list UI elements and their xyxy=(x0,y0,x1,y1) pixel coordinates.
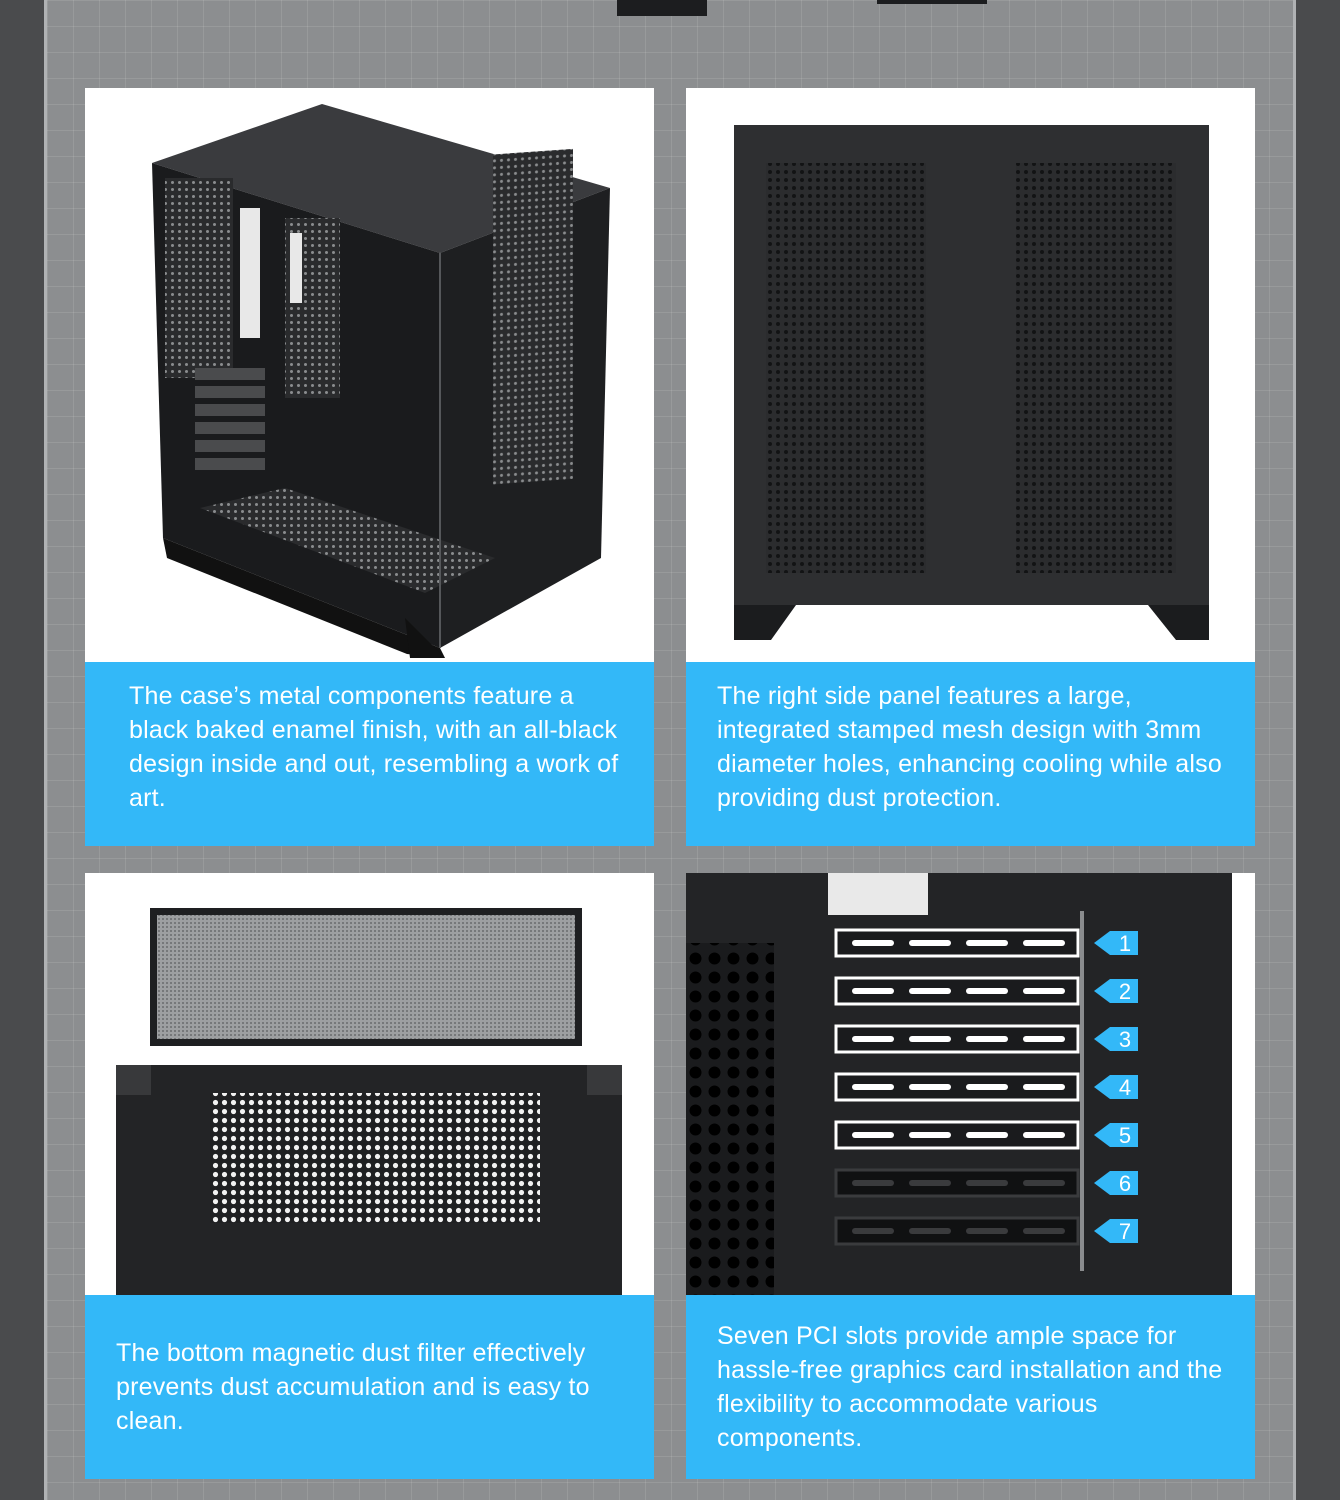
previous-section-edge-2 xyxy=(877,0,987,4)
feature-card-enamel: The case’s metal components feature a bl… xyxy=(85,88,654,846)
slot-number-tag xyxy=(1094,1075,1138,1099)
dust-filter-photo xyxy=(85,873,654,1295)
filter-mesh xyxy=(157,915,575,1039)
mesh-area-right xyxy=(1016,163,1176,573)
caption-text: The case’s metal components feature a bl… xyxy=(129,682,619,812)
caption-text: Seven PCI slots provide ample space for … xyxy=(717,1322,1223,1452)
mesh-area-left xyxy=(766,163,926,573)
caption-enamel: The case’s metal components feature a bl… xyxy=(85,662,654,846)
case-photo xyxy=(85,88,654,662)
caption-dust-filter: The bottom magnetic dust filter effectiv… xyxy=(85,1295,654,1479)
slot-number-tag xyxy=(1094,1123,1138,1147)
bottom-vent xyxy=(210,1093,540,1223)
dust-filter-illustration xyxy=(116,908,622,1295)
caption-side-mesh: The right side panel features a large, i… xyxy=(686,662,1255,846)
slot-number-tag xyxy=(1094,1171,1138,1195)
side-panel-illustration xyxy=(734,125,1209,640)
feature-card-pci-slots: 1 2 3 4 5 6 7 Seven PCI slots provide ample sp… xyxy=(686,873,1255,1479)
slot-number-tag xyxy=(1094,931,1138,955)
pci-slots-illustration: 1 2 3 4 5 6 7 xyxy=(686,873,1232,1295)
caption-text: The bottom magnetic dust filter effectiv… xyxy=(116,1339,590,1435)
slot-number-label: 1 xyxy=(1119,931,1131,956)
case-pci-slots xyxy=(195,368,265,470)
slot-number-label: 2 xyxy=(1119,979,1131,1004)
slot-number-label: 3 xyxy=(1119,1027,1131,1052)
previous-section-edge xyxy=(617,0,707,16)
slot-number-label: 4 xyxy=(1119,1075,1131,1100)
caption-text: The right side panel features a large, i… xyxy=(717,682,1222,812)
slot-number-label: 7 xyxy=(1119,1219,1131,1244)
slot-number-tag xyxy=(1094,1219,1138,1243)
feature-card-dust-filter: The bottom magnetic dust filter effectiv… xyxy=(85,873,654,1479)
slot-number-tag xyxy=(1094,979,1138,1003)
pci-slots-photo: 1 2 3 4 5 6 7 xyxy=(686,873,1255,1295)
feature-card-side-mesh: The right side panel features a large, i… xyxy=(686,88,1255,846)
slot-number-label: 6 xyxy=(1119,1171,1131,1196)
pc-case-illustration xyxy=(152,104,610,658)
slot-number-label: 5 xyxy=(1119,1123,1131,1148)
caption-pci-slots: Seven PCI slots provide ample space for … xyxy=(686,1295,1255,1479)
side-panel-photo xyxy=(686,88,1255,662)
slot-number-tag xyxy=(1094,1027,1138,1051)
